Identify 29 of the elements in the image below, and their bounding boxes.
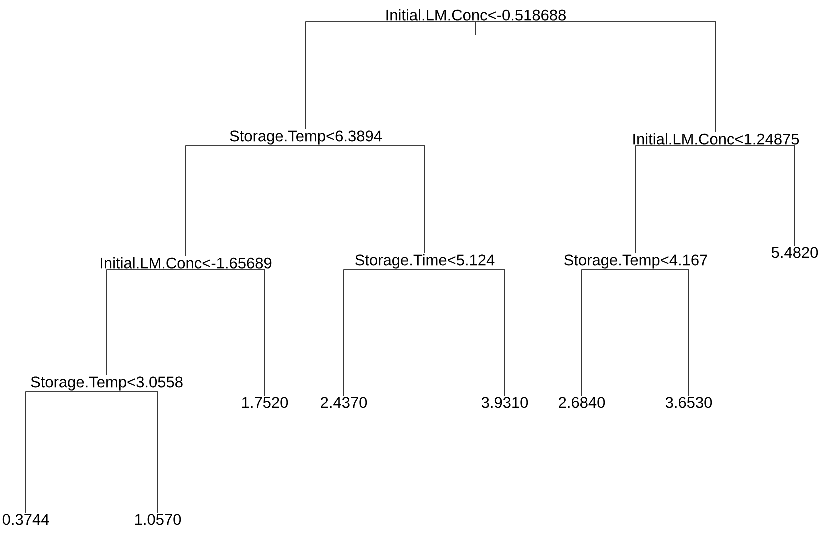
leaf-value: 1.0570 [135,514,182,526]
branch-line [106,270,186,376]
split-label: Storage.Time<5.124 [356,254,495,269]
branch-line [106,392,158,514]
split-label: Storage.Temp<4.167 [564,254,708,269]
branch-line [26,392,108,514]
leaf-value: 3.6530 [666,397,712,408]
branch-line [186,146,306,257]
split-label: Initial.LM.Conc<1.24875 [634,133,800,145]
leaf-value: 2.6840 [559,397,606,408]
split-label: Initial.LM.Conc<-1.65689 [101,257,272,269]
split-label: Storage.Temp<3.0558 [31,376,183,391]
split-label: Initial.LM.Conc<-0.518688 [386,9,566,21]
branch-line [344,270,426,396]
leaf-value: 1.7520 [242,397,288,408]
branch-line [306,22,476,130]
branch-line [716,146,796,246]
leaf-value: 0.3744 [2,514,50,526]
branch-line [186,270,266,396]
leaf-value: 2.4370 [321,397,368,408]
branch-line [636,270,690,396]
leaf-value: 3.9310 [482,397,528,408]
branch-line [476,22,716,133]
leaf-value: 5.4820 [772,247,818,258]
branch-line [582,270,636,396]
branch-line [636,146,716,254]
branch-line [424,270,506,396]
branch-line [306,146,426,254]
split-label: Storage.Temp<6.3894 [230,130,382,145]
